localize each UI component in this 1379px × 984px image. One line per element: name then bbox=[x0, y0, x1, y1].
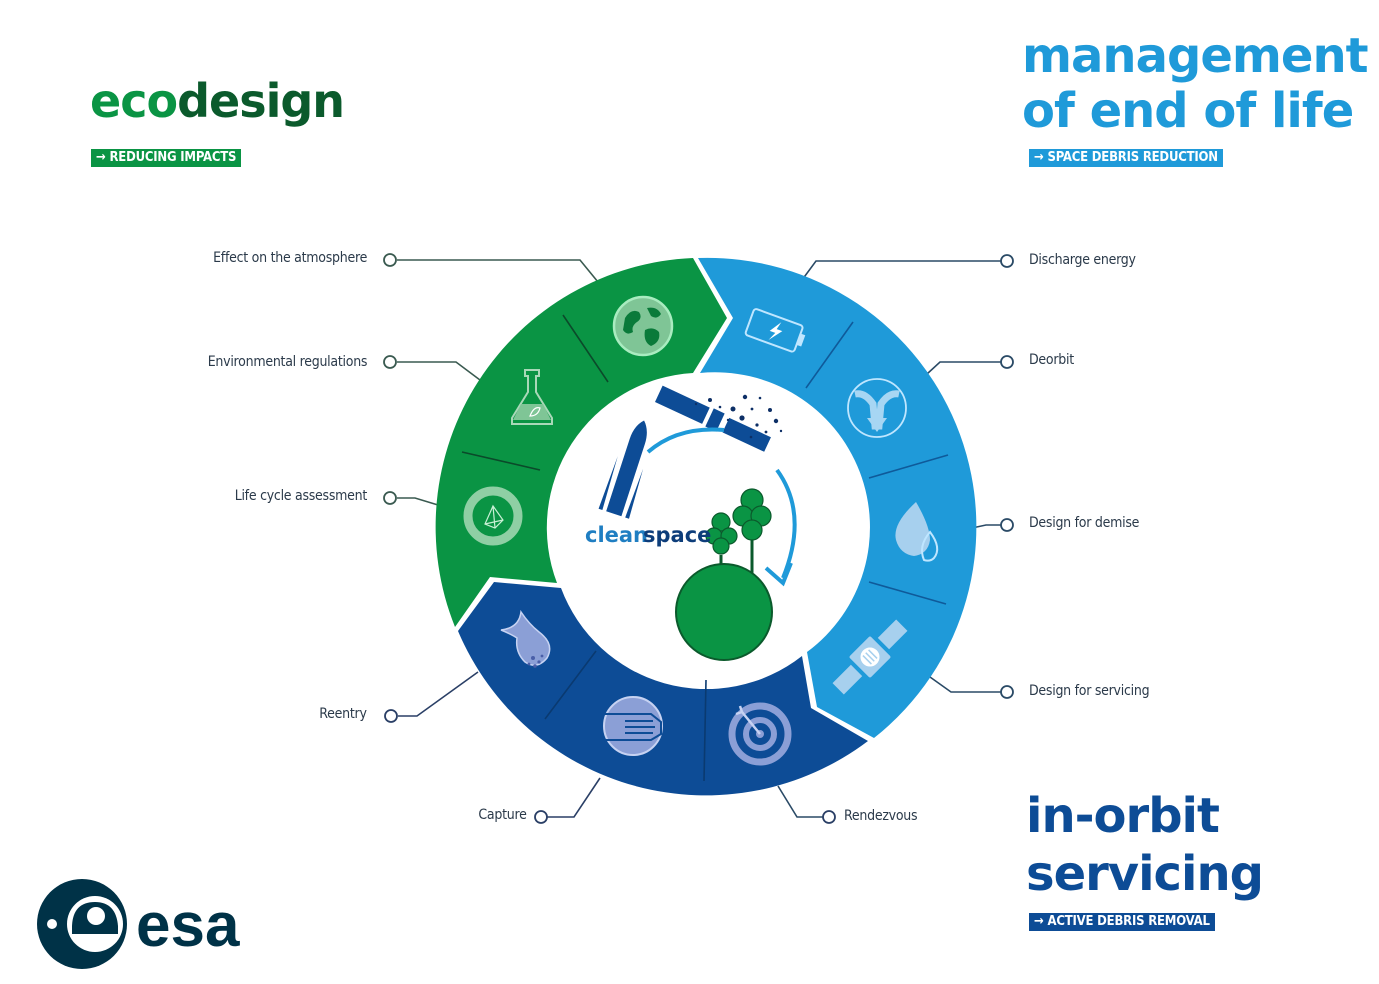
cycle-arrow-head bbox=[764, 562, 793, 587]
target-icon bbox=[728, 702, 792, 766]
connector-capture bbox=[547, 777, 601, 818]
connector-life-cycle bbox=[397, 497, 439, 506]
label-design-for-servicing: Design for servicing bbox=[1029, 683, 1150, 699]
connectors-left bbox=[397, 259, 599, 506]
connector-end-circles bbox=[383, 253, 1014, 824]
end-of-life-title-line1: management bbox=[1022, 28, 1369, 84]
in-orbit-title: in-orbit servicing bbox=[1026, 788, 1264, 902]
label-effect-on-atmosphere: Effect on the atmosphere bbox=[213, 250, 367, 266]
hand-icon bbox=[603, 696, 663, 756]
connector-circle bbox=[822, 810, 836, 824]
connector-circle bbox=[1000, 518, 1014, 532]
flask-icon bbox=[511, 369, 553, 425]
connector-reentry bbox=[398, 671, 479, 717]
ring-dividers-darkblue bbox=[544, 650, 707, 782]
ecodesign-tag: → REDUCING IMPACTS bbox=[91, 149, 242, 167]
connectors-bottom-left bbox=[398, 671, 601, 818]
connector-circle bbox=[384, 709, 398, 723]
satellite-icon bbox=[832, 619, 908, 695]
recycle-icon bbox=[463, 486, 523, 546]
connector-circle bbox=[383, 253, 397, 267]
label-life-cycle-assessment: Life cycle assessment bbox=[234, 488, 368, 504]
cycle-arrow-right bbox=[775, 468, 797, 579]
connector-environmental-regulations bbox=[397, 361, 481, 381]
esa-logo-text: esa bbox=[136, 891, 240, 960]
in-orbit-title-line2: servicing bbox=[1026, 846, 1264, 902]
ring-segment-in-orbit bbox=[458, 582, 868, 796]
end-of-life-tag: → SPACE DEBRIS REDUCTION bbox=[1029, 149, 1223, 167]
clean-space-word-clean: clean bbox=[585, 523, 648, 547]
connector-design-demise bbox=[971, 524, 1001, 529]
earth-with-trees-icon bbox=[675, 488, 773, 661]
end-of-life-title: management of end of life bbox=[1022, 28, 1369, 139]
label-capture: Capture bbox=[478, 807, 527, 823]
rocket-icon bbox=[598, 420, 647, 519]
connectors-right bbox=[777, 260, 1001, 818]
esa-logo: esa bbox=[37, 879, 240, 969]
in-orbit-title-line1: in-orbit bbox=[1026, 788, 1220, 844]
connector-discharge-energy bbox=[801, 260, 1001, 281]
connector-circle bbox=[1000, 355, 1014, 369]
ring-dividers-blue bbox=[805, 321, 949, 605]
ecodesign-title: ecodesign bbox=[90, 78, 345, 124]
clean-space-word-space: space bbox=[643, 523, 711, 547]
ecodesign-title-design: design bbox=[177, 74, 345, 128]
flame-icon bbox=[895, 502, 939, 562]
in-orbit-tag: → ACTIVE DEBRIS REMOVAL bbox=[1029, 913, 1215, 931]
fireball-icon bbox=[500, 609, 551, 668]
ring-dividers bbox=[461, 314, 609, 471]
connector-circle bbox=[383, 491, 397, 505]
ecodesign-title-eco: eco bbox=[90, 74, 178, 128]
label-environmental-regulations: Environmental regulations bbox=[207, 354, 368, 370]
connector-circle bbox=[534, 810, 548, 824]
debris-particles bbox=[694, 394, 783, 439]
label-deorbit: Deorbit bbox=[1029, 352, 1074, 368]
connector-deorbit bbox=[926, 361, 1001, 375]
ring-segment-end-of-life bbox=[698, 257, 977, 738]
connector-effect-atmosphere bbox=[397, 259, 599, 283]
cycle-arrow-top bbox=[646, 427, 725, 454]
deorbit-arrow-icon bbox=[847, 378, 907, 438]
satellite-debris-icon bbox=[655, 385, 771, 452]
globe-icon bbox=[612, 295, 674, 357]
connector-design-servicing bbox=[929, 676, 1001, 693]
label-reentry: Reentry bbox=[319, 706, 368, 722]
label-discharge-energy: Discharge energy bbox=[1029, 252, 1136, 268]
connector-circle bbox=[1000, 254, 1014, 268]
connector-circle bbox=[383, 355, 397, 369]
label-rendezvous: Rendezvous bbox=[844, 808, 918, 824]
battery-icon bbox=[744, 308, 806, 353]
label-design-for-demise: Design for demise bbox=[1029, 515, 1140, 531]
connector-circle bbox=[1000, 685, 1014, 699]
end-of-life-title-line2: of end of life bbox=[1022, 83, 1354, 139]
connector-rendezvous bbox=[777, 785, 823, 818]
